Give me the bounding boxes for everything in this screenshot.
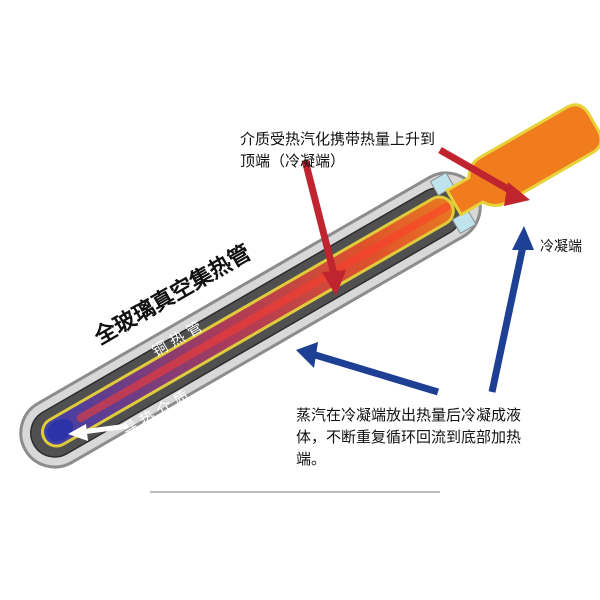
vacuum-tube (19, 103, 600, 469)
hot-flow-streak (76, 203, 451, 422)
condenser-bulb (444, 103, 600, 217)
top-annotation-line-2: 顶端（冷凝端） (240, 152, 346, 170)
white-arrow (81, 423, 129, 435)
bottom-annotation-line-1: 蒸汽在冷凝端放出热量后冷凝成液 (296, 406, 522, 424)
red-arrowhead-down (322, 270, 346, 296)
top-annotation: 介质受热汽化携带热量上升到 顶端（冷凝端） (240, 128, 500, 172)
bottom-annotation: 蒸汽在冷凝端放出热量后冷凝成液 体，不断重复循环回流到底部加热 端。 (296, 404, 596, 470)
bottom-annotation-line-3: 端。 (296, 450, 327, 468)
blue-arrow-up (488, 245, 527, 393)
blue-arrowhead-up (512, 226, 534, 250)
condenser-label: 冷凝端 (540, 239, 582, 255)
blue-arrow-left (310, 350, 440, 396)
bottom-annotation-line-2: 体，不断重复循环回流到底部加热 (296, 428, 522, 446)
red-arrowhead-right (504, 182, 530, 206)
red-arrow-down (301, 159, 339, 279)
red-arrow-right (438, 146, 522, 200)
white-arrowhead (68, 424, 88, 441)
top-annotation-line-1: 介质受热汽化携带热量上升到 (240, 130, 436, 148)
blue-arrowhead-left (296, 342, 318, 368)
bottom-cold-medium (46, 418, 74, 442)
